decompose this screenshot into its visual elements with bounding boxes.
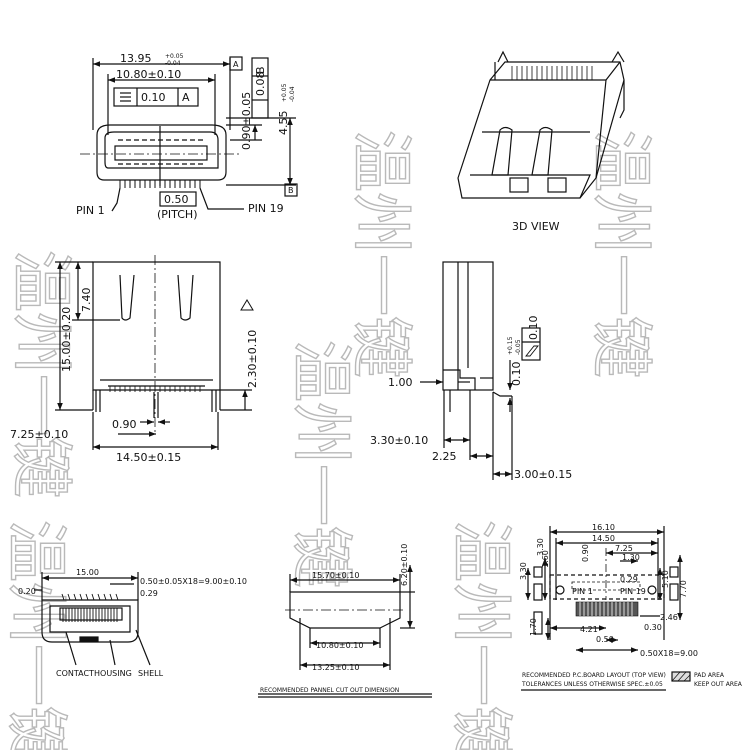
dim-pcb-170: 1.70 bbox=[529, 618, 538, 636]
pitch-label: (PITCH) bbox=[157, 208, 198, 221]
dim-090: 0.90±0.05 bbox=[240, 92, 253, 150]
dim-width-tol-plus: +0.05 bbox=[165, 53, 184, 60]
dim-230: 2.30±0.10 bbox=[246, 330, 259, 388]
datum-a: A bbox=[233, 60, 239, 69]
fcf-par-ref: B bbox=[254, 66, 267, 74]
dim-pcb-090: 0.90 bbox=[581, 544, 590, 562]
fcf-flat-tol: 0.10 bbox=[527, 316, 540, 341]
top-view bbox=[80, 56, 298, 212]
pcb-layout bbox=[521, 526, 691, 691]
dim-front-090: 0.90 bbox=[112, 418, 137, 431]
front-view bbox=[55, 255, 254, 450]
pcb-pin1: PIN 1 bbox=[572, 587, 593, 596]
dim-bl-1500: 15.00 bbox=[76, 568, 99, 577]
view-3d bbox=[457, 50, 625, 199]
legend-pad: PAD AREA bbox=[694, 672, 725, 679]
dim-330: 3.30±0.10 bbox=[370, 434, 428, 447]
watermark-bottom-left: 温州一键 bbox=[0, 520, 73, 750]
dim-725: 7.25±0.10 bbox=[10, 428, 68, 441]
legend-keepout: KEEP OUT AREA bbox=[694, 681, 743, 688]
dim-1325: 13.25±0.10 bbox=[312, 663, 359, 672]
dim-side-010-minus: -0.05 bbox=[515, 339, 522, 355]
watermark-center: 温州一键 bbox=[285, 340, 358, 588]
dim-pcb-770: 7.70 bbox=[679, 580, 688, 598]
dim-bl-029: 0.29 bbox=[140, 589, 158, 598]
dim-740: 7.40 bbox=[80, 288, 93, 313]
dim-side-010-plus: +0.15 bbox=[507, 336, 514, 355]
dim-pcb-330b: 3.30 bbox=[536, 538, 545, 556]
dim-1500: 15.00±0.20 bbox=[60, 307, 73, 372]
dim-pcb-725: 7.25 bbox=[615, 544, 633, 553]
dim-pcb-030: 0.30 bbox=[644, 623, 662, 632]
fcf-sym-ref: A bbox=[182, 91, 190, 104]
dim-pcb-029: 0.29 bbox=[620, 575, 638, 584]
dim-pcb-246: 2.46 bbox=[660, 613, 678, 622]
pcb-note1: RECOMMENDED P.C.BOARD LAYOUT (TOP VIEW) bbox=[522, 672, 666, 679]
label-contact: CONTACT bbox=[56, 669, 94, 678]
dim-620: 6.20±0.10 bbox=[400, 544, 409, 586]
bottom-left-view bbox=[34, 572, 151, 666]
label-shell: SHELL bbox=[138, 669, 164, 678]
dim-width-total: 13.95 bbox=[120, 52, 152, 65]
label-pin19: PIN 19 bbox=[248, 202, 284, 215]
dim-bl-020: 0.20 bbox=[18, 587, 36, 596]
dim-455-minus: -0.04 bbox=[289, 86, 296, 102]
dim-bl-pitch: 0.50±0.05X18=9.00±0.10 bbox=[140, 577, 247, 586]
watermark-left: 温州一键 bbox=[5, 250, 78, 498]
dim-1610: 16.10 bbox=[592, 523, 615, 532]
label-3d-view: 3D VIEW bbox=[512, 220, 560, 233]
dim-pcb-pitch: 0.50X18=9.00 bbox=[640, 649, 698, 658]
fcf-par-tol: 0.08 bbox=[254, 72, 267, 97]
pcb-pin19: PIN 19 bbox=[620, 587, 646, 596]
fcf-sym-tol: 0.10 bbox=[141, 91, 166, 104]
dim-side-100: 1.00 bbox=[388, 376, 413, 389]
dim-side-010: 0.10 bbox=[510, 362, 523, 387]
watermark-top: 温州一键 bbox=[345, 130, 418, 378]
watermark: 温州一键 温州一键 温州一键 温州一键 温州一键 温州一键 bbox=[0, 129, 659, 750]
pitch-value: 0.50 bbox=[164, 193, 189, 206]
dim-pcb-130: 1.30 bbox=[622, 553, 640, 562]
dim-300: 3.00±0.15 bbox=[514, 468, 572, 481]
dim-1450: 14.50±0.15 bbox=[116, 451, 181, 464]
dim-pcb-510: 5.10 bbox=[661, 570, 670, 588]
dim-455: 4.55 bbox=[277, 111, 290, 136]
panel-cutout bbox=[258, 565, 432, 698]
dim-width-tol-minus: -0.04 bbox=[165, 60, 181, 67]
dim-pcb-160: 1.60 bbox=[541, 550, 550, 568]
dim-pcb-1450: 14.50 bbox=[592, 534, 615, 543]
datum-b: B bbox=[288, 186, 294, 195]
panel-cutout-title: RECOMMENDED PANNEL CUT OUT DIMENSION bbox=[260, 687, 399, 694]
dim-455-plus: +0.05 bbox=[281, 83, 288, 102]
dim-1570: 15.70±0.10 bbox=[312, 571, 359, 580]
watermark-bottom-right: 温州一键 bbox=[445, 520, 518, 750]
watermark-right: 温州一键 bbox=[585, 130, 658, 378]
dim-inner-width: 10.80±0.10 bbox=[116, 68, 181, 81]
side-view bbox=[420, 261, 541, 480]
pcb-note2: TOLERANCES UNLESS OTHERWISE SPEC.±0.05 bbox=[521, 681, 663, 688]
labels: 13.95 +0.05 -0.04 A 10.80±0.10 0.10 A 0.… bbox=[10, 52, 743, 694]
dim-pcb-050: 0.50 bbox=[596, 635, 614, 644]
dim-pcb-330a: 3.30 bbox=[519, 562, 528, 580]
dim-pcb-421: 4.21 bbox=[580, 625, 598, 634]
dim-225: 2.25 bbox=[432, 450, 457, 463]
label-pin1: PIN 1 bbox=[76, 204, 105, 217]
label-housing: HOUSING bbox=[94, 669, 132, 678]
dim-1080: 10.80±0.10 bbox=[316, 641, 363, 650]
